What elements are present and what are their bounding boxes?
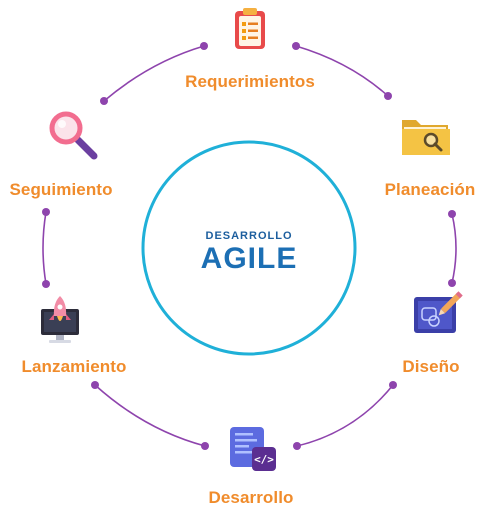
connector-dot [292,42,300,50]
center-ring [141,140,357,356]
connector-dot [42,280,50,288]
connector-dot [91,381,99,389]
connector-seguimiento-requerimientos [103,45,205,102]
connector-dot [200,42,208,50]
connector-dot [201,442,209,450]
stage-label-desarrollo: Desarrollo [208,488,294,507]
monitor-rocket-icon [41,296,79,343]
connector-diseno-desarrollo [296,384,394,447]
stage-label-requerimientos: Requerimientos [185,72,315,91]
folder-magnifier-icon [402,120,450,155]
connector-dot [448,210,456,218]
stage-label-lanzamiento: Lanzamiento [21,357,127,376]
connector-planeacion-diseno [451,213,457,284]
connector-dot [448,279,456,287]
connector-dot [100,97,108,105]
magnifying-glass-icon [49,111,98,160]
blueprint-pencil-icon [414,291,463,333]
stage-label-planeacion: Planeación [384,180,476,199]
connector-lanzamiento-seguimiento [42,211,47,285]
svg-text:</>: </> [254,453,274,466]
connector-dot [42,208,50,216]
stage-label-diseno: Diseño [402,357,460,376]
connector-desarrollo-lanzamiento [94,384,206,447]
connector-dot [293,442,301,450]
connector-dot [384,92,392,100]
code-file-icon: </> [230,427,276,471]
center-title: AGILE [200,242,298,275]
connector-dot [389,381,397,389]
center-subtitle: DESARROLLO [205,230,293,242]
clipboard-checklist-icon [235,8,265,49]
connector-requerimientos-planeacion [295,45,389,97]
stage-label-seguimiento: Seguimiento [9,180,113,199]
